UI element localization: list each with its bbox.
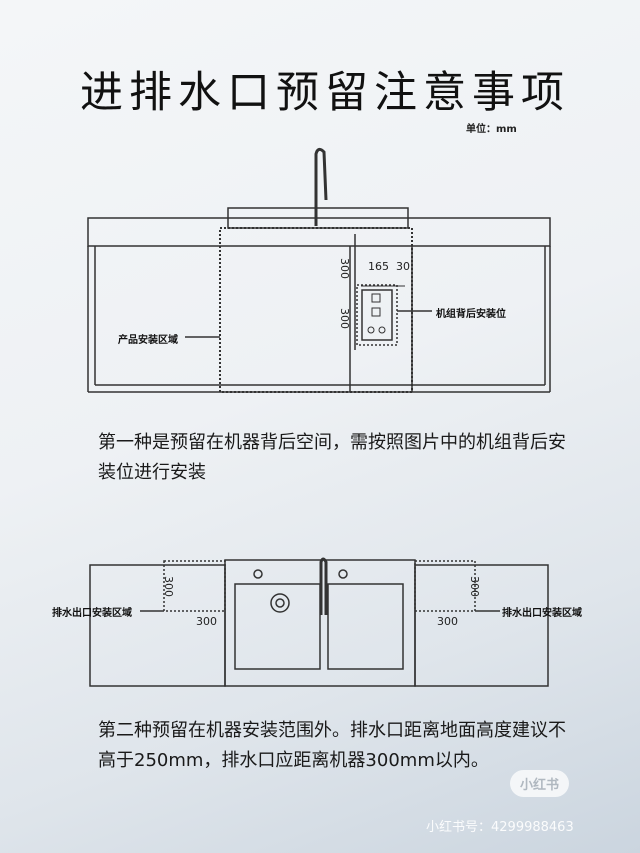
paragraph-option-2: 第二种预留在机器安装范围外。排水口距离地面高度建议不高于250mm，排水口应距离…	[98, 720, 566, 771]
sink-basin-right	[327, 583, 404, 670]
page-title: 进排水口预留注意事项	[80, 68, 570, 118]
faucet	[314, 147, 328, 226]
diagram-outside-machine	[89, 557, 549, 687]
label-product-area: 产品安装区域	[118, 335, 178, 346]
label-left-drain: 排水出口安装区域	[52, 608, 132, 619]
label-right-drain: 排水出口安装区域	[502, 608, 582, 619]
dim-165: 165	[368, 260, 389, 273]
unit-note: 单位：mm	[466, 124, 517, 135]
right-dim-horizontal: 300	[437, 615, 458, 628]
left-dim-horizontal: 300	[196, 615, 217, 628]
product-area	[219, 227, 413, 393]
sink-cabinet	[224, 559, 416, 687]
right-dim-vertical: 300	[468, 576, 481, 597]
paragraph-option-1: 第一种是预留在机器背后空间，需按照图片中的机组背后安装位进行安装	[98, 432, 566, 483]
sink-basin-left	[234, 583, 321, 670]
socket-icon	[371, 293, 381, 303]
countertop	[87, 217, 551, 247]
left-drain-area	[163, 560, 226, 612]
dim-300-bottom: 300	[338, 308, 351, 329]
left-dim-vertical: 300	[162, 576, 175, 597]
faucet	[319, 557, 328, 615]
diagram-behind-machine	[87, 147, 551, 393]
watermark-id: 小红书号：4299988463	[426, 820, 574, 835]
dim-300-top: 300	[338, 258, 351, 279]
dim-30: 30	[396, 260, 410, 273]
socket-panel	[361, 289, 393, 341]
socket-icon	[371, 307, 381, 317]
watermark-badge: 小红书	[510, 770, 570, 797]
label-unit-back: 机组背后安装位	[436, 309, 506, 320]
right-drain-area	[414, 560, 476, 612]
